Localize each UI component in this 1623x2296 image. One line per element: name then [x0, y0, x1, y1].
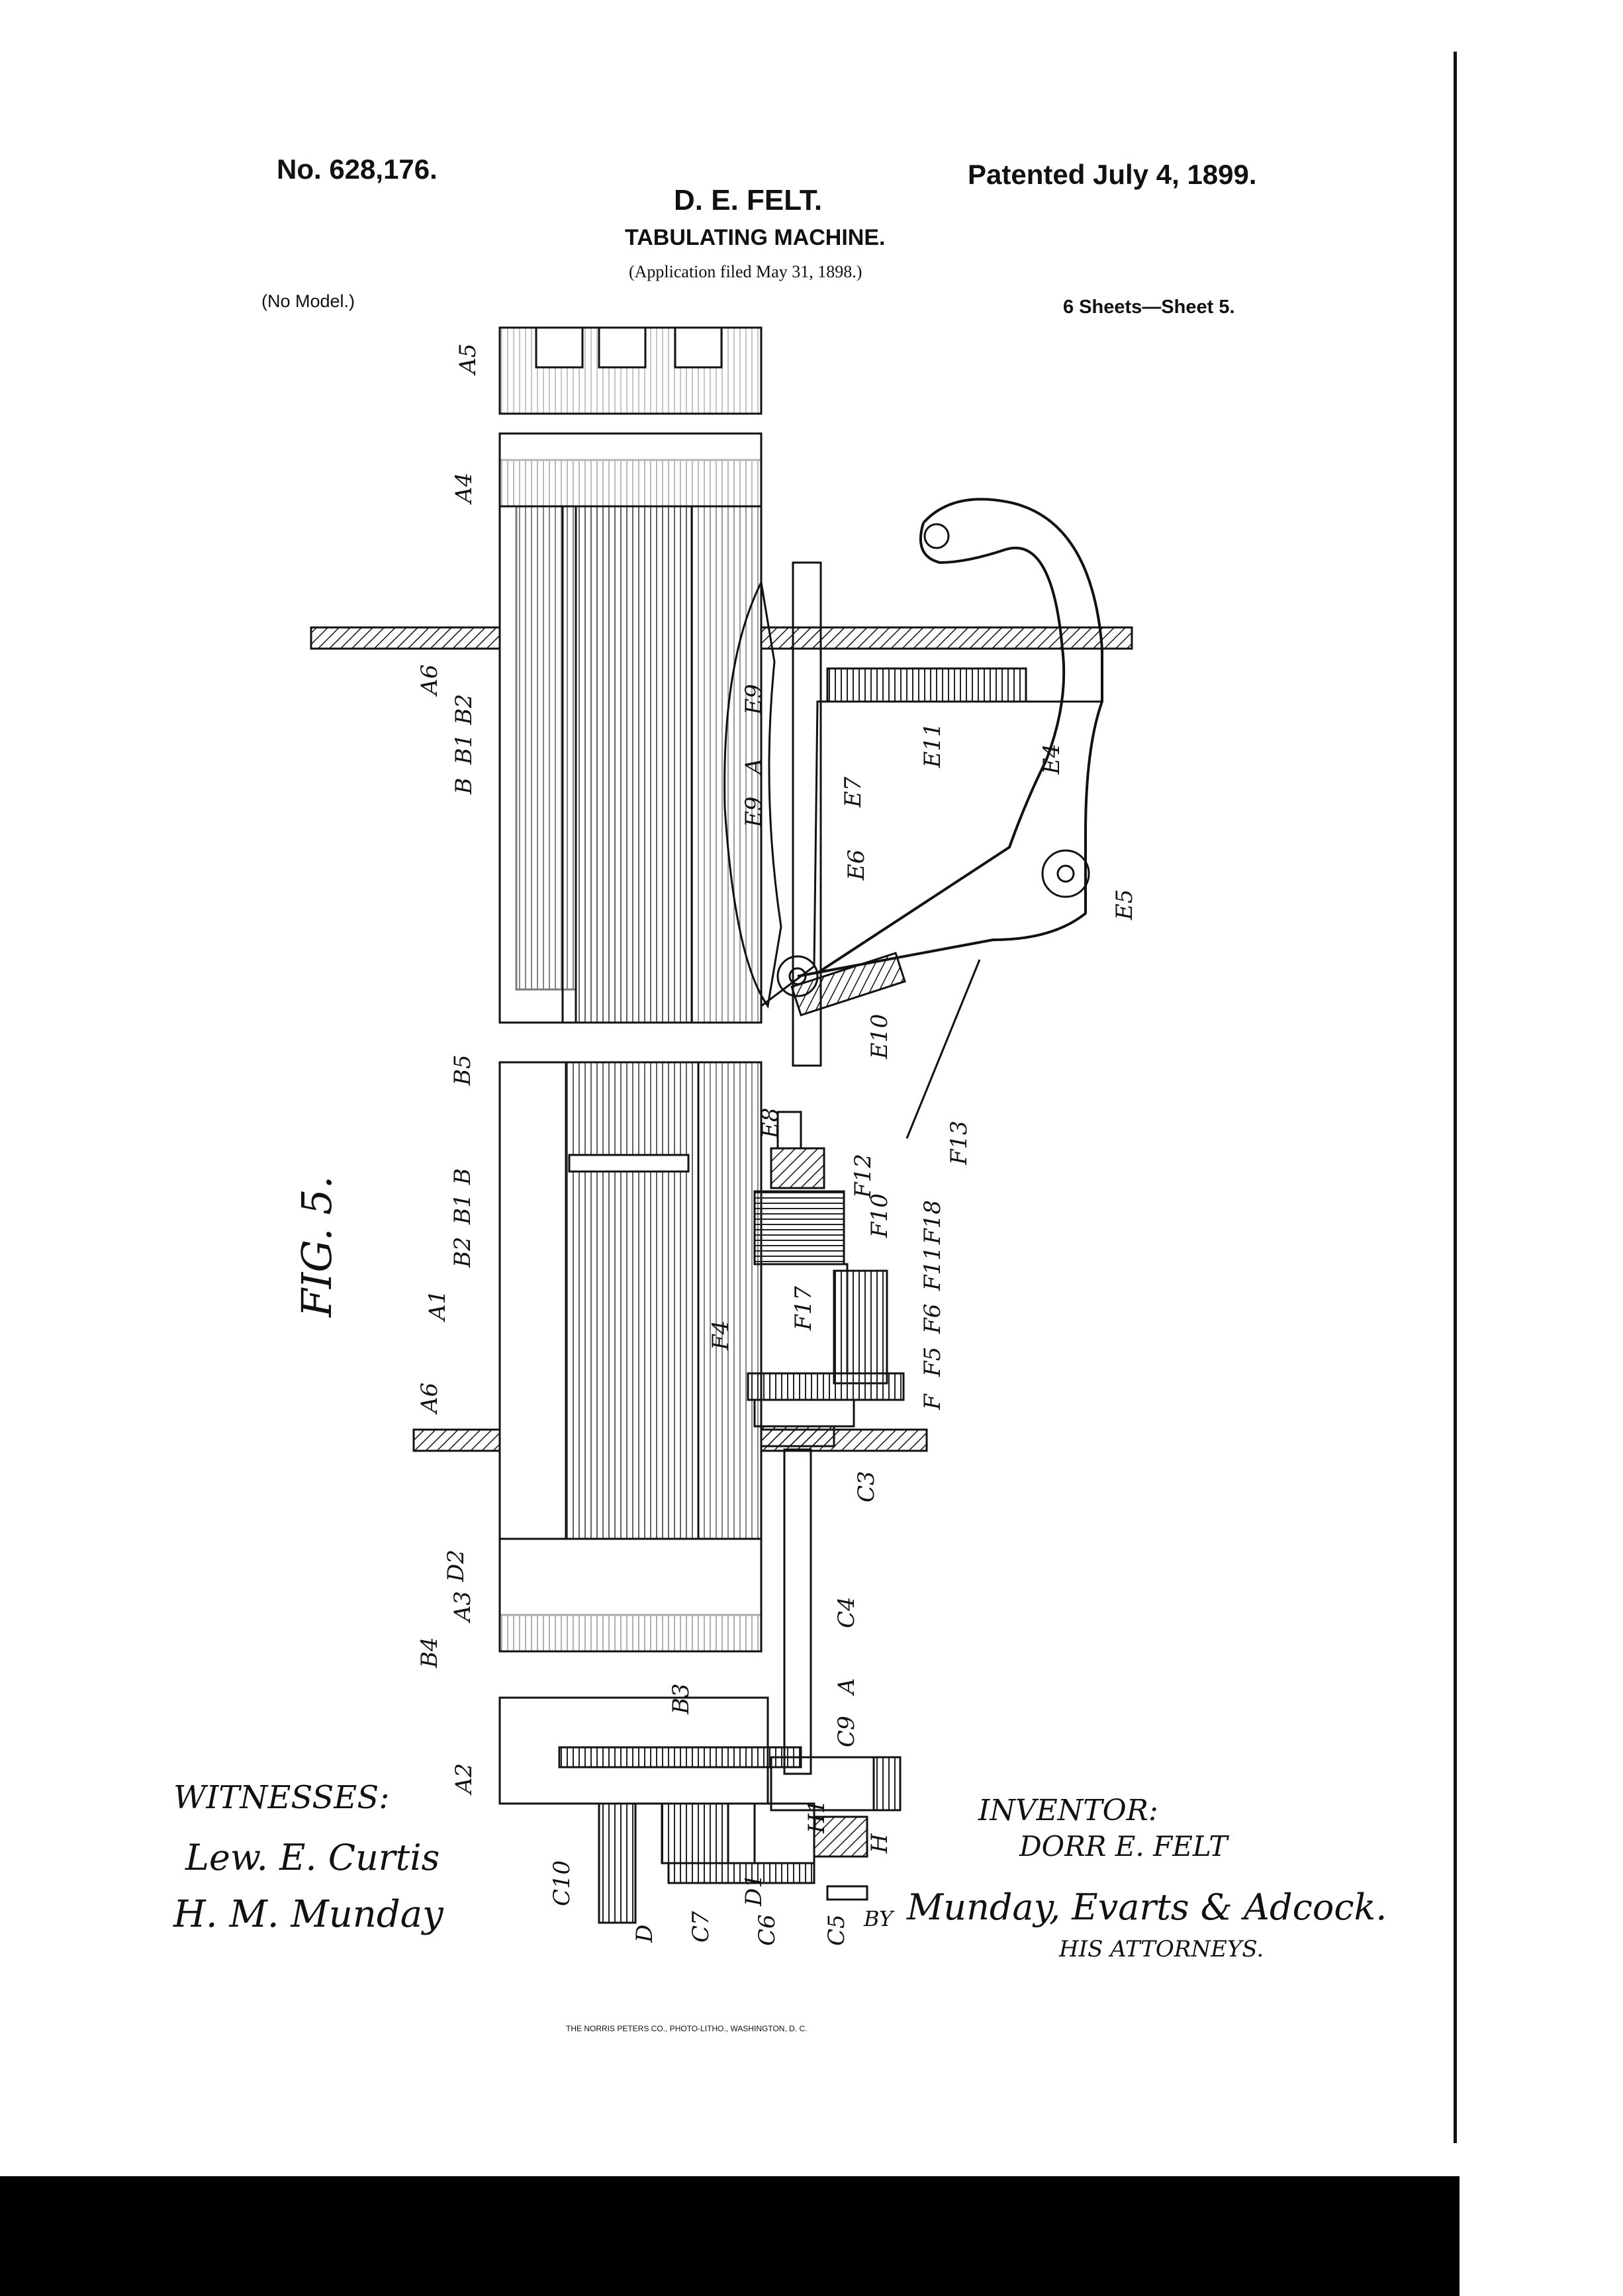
label-f10: F10 — [866, 1193, 893, 1238]
label-e9b: E9 — [741, 797, 767, 828]
label-e4: E4 — [1039, 744, 1065, 775]
label-f5: F5 — [919, 1347, 946, 1377]
drawing-strokes — [310, 326, 1133, 1924]
sheet-edge-line — [1454, 52, 1457, 2143]
label-f18: F18 — [919, 1200, 946, 1245]
label-e10: E10 — [866, 1014, 893, 1060]
label-c10: C10 — [549, 1860, 575, 1906]
label-b1-low: B1 — [449, 1193, 476, 1225]
label-a6-low: A6 — [416, 1383, 443, 1415]
label-b2-low: B2 — [449, 1236, 476, 1268]
label-b4: B4 — [416, 1637, 443, 1669]
label-a-mid: A — [741, 758, 767, 776]
label-h1: H1 — [804, 1800, 830, 1834]
printer-credit: THE NORRIS PETERS CO., PHOTO-LITHO., WAS… — [566, 2024, 808, 2033]
reference-labels: A5 A4 A6 B B1 B2 E9 A E9 E7 E6 E11 E4 E5… — [416, 344, 1138, 1946]
label-e9a: E9 — [741, 684, 767, 715]
label-a4: A4 — [451, 473, 477, 505]
sheet-info: 6 Sheets—Sheet 5. — [1063, 297, 1235, 318]
label-b1-top: B1 — [451, 733, 477, 765]
label-a-low: A — [833, 1678, 860, 1696]
by-label: BY — [864, 1906, 894, 1931]
machine-title: TABULATING MACHINE. — [625, 225, 886, 250]
label-c4: C4 — [833, 1596, 860, 1628]
label-d: D — [631, 1925, 658, 1943]
scan-border-band — [0, 2176, 1460, 2296]
label-a5: A5 — [455, 344, 481, 376]
label-f: F — [919, 1393, 946, 1410]
label-a6-top: A6 — [416, 665, 443, 697]
label-c7: C7 — [688, 1911, 714, 1943]
label-c3: C3 — [853, 1471, 880, 1502]
label-f11: F11 — [919, 1246, 946, 1291]
label-e11: E11 — [919, 723, 946, 768]
label-e8: E8 — [757, 1108, 784, 1139]
label-c9: C9 — [833, 1716, 860, 1747]
label-b2-top: B2 — [451, 694, 477, 725]
label-f13: F13 — [946, 1121, 972, 1166]
attorneys-signature: Munday, Evarts & Adcock. — [907, 1886, 1387, 1928]
application-note: (Application filed May 31, 1898.) — [629, 262, 862, 281]
label-c6: C6 — [754, 1914, 780, 1946]
label-e6: E6 — [843, 850, 870, 881]
label-b-low: B — [449, 1168, 476, 1185]
witness-signature-1: Lew. E. Curtis — [185, 1837, 440, 1878]
label-b-top: B — [451, 778, 477, 795]
label-a1: A1 — [424, 1290, 451, 1322]
label-a3: A3 — [449, 1591, 476, 1624]
label-f17: F17 — [790, 1286, 817, 1331]
label-e7: E7 — [840, 776, 866, 808]
patent-date: Patented July 4, 1899. — [968, 159, 1257, 190]
label-c5: C5 — [823, 1914, 850, 1946]
model-note: (No Model.) — [261, 291, 355, 311]
attorneys-label: HIS ATTORNEYS. — [1059, 1936, 1264, 1962]
figure-label: FIG. 5. — [293, 1176, 341, 1318]
witnesses-heading: WITNESSES: — [173, 1779, 390, 1816]
inventor-name-signature: DORR E. FELT — [1019, 1830, 1228, 1862]
label-d2: D2 — [443, 1549, 469, 1583]
label-f6: F6 — [919, 1304, 946, 1334]
label-d1: D1 — [741, 1874, 767, 1907]
label-b3: B3 — [668, 1683, 694, 1715]
inventor-heading: INVENTOR: — [978, 1794, 1158, 1827]
label-f12: F12 — [850, 1154, 876, 1199]
label-f4: F4 — [708, 1320, 734, 1351]
patent-number: No. 628,176. — [277, 154, 438, 185]
label-e5: E5 — [1111, 890, 1138, 921]
label-a2: A2 — [451, 1763, 477, 1796]
label-b5: B5 — [449, 1054, 476, 1086]
label-h: H — [866, 1833, 893, 1854]
inventor-name: D. E. FELT. — [674, 184, 823, 216]
witness-signature-2: H. M. Munday — [173, 1893, 443, 1936]
